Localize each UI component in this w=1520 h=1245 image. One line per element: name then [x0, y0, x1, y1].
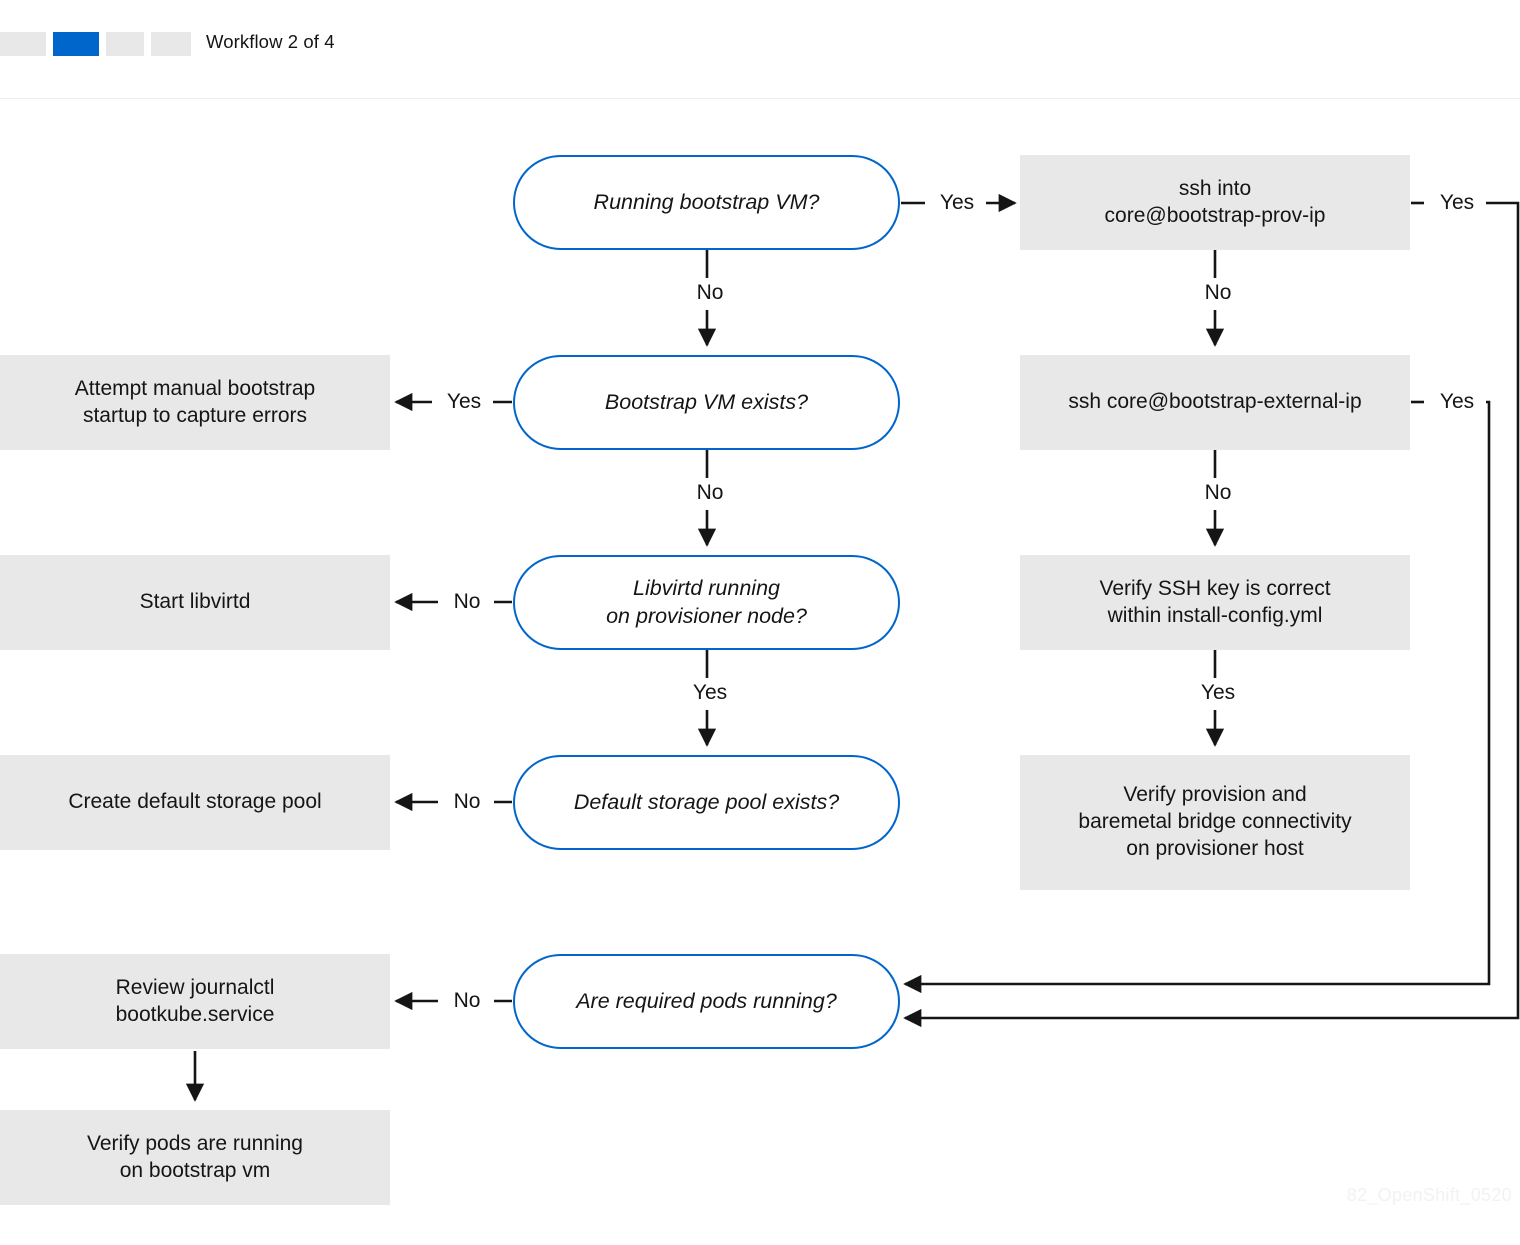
process-attempt-manual-startup[interactable]: Attempt manual bootstrap startup to capt… [0, 355, 390, 450]
progress-block-1 [0, 32, 46, 56]
edge-label-libvirtd-yes: Yes [681, 681, 739, 705]
node-label: Bootstrap VM exists? [604, 389, 809, 414]
decision-libvirtd-running[interactable]: Libvirtd running on provisioner node? [513, 555, 900, 650]
node-label-line2: core@bootstrap-prov-ip [1104, 203, 1326, 227]
edge-label-ssh-external-no: No [1189, 481, 1247, 505]
process-create-default-storage-pool[interactable]: Create default storage pool [0, 755, 390, 850]
node-label-line1: Verify provision and [1123, 783, 1307, 807]
edge-label-vm-exists-yes: Yes [435, 390, 493, 414]
node-label-line2: baremetal bridge connectivity [1078, 810, 1352, 834]
node-label-line3: on provisioner host [1126, 836, 1304, 860]
edge-label-ssh-prov-yes: Yes [1428, 191, 1486, 215]
edge-label-pods-no: No [440, 989, 494, 1013]
node-label-line1: Verify pods are running [87, 1131, 303, 1155]
node-label: Running bootstrap VM? [593, 189, 820, 214]
node-label-line2: bootkube.service [115, 1002, 275, 1026]
node-label-line1: ssh into [1178, 176, 1252, 200]
node-label-line1: Verify SSH key is correct [1099, 576, 1331, 600]
decision-required-pods-running[interactable]: Are required pods running? [513, 954, 900, 1049]
decision-default-storage-pool[interactable]: Default storage pool exists? [513, 755, 900, 850]
edge-label-libvirtd-no: No [440, 590, 494, 614]
node-label-line1: Libvirtd running [632, 575, 780, 600]
process-review-journalctl[interactable]: Review journalctl bootkube.service [0, 954, 390, 1049]
process-ssh-bootstrap-external-ip[interactable]: ssh core@bootstrap-external-ip [1020, 355, 1410, 450]
edge-label-running-vm-yes: Yes [928, 191, 986, 215]
node-label: Default storage pool exists? [573, 789, 840, 814]
decision-running-bootstrap-vm[interactable]: Running bootstrap VM? [513, 155, 900, 250]
process-start-libvirtd[interactable]: Start libvirtd [0, 555, 390, 650]
edge-label-storage-pool-no: No [440, 790, 494, 814]
edge-label-ssh-prov-no: No [1189, 281, 1247, 305]
workflow-step-label: Workflow 2 of 4 [206, 31, 335, 52]
node-label-line2: on provisioner node? [606, 603, 807, 628]
workflow-header: Workflow 2 of 4 [0, 0, 1520, 99]
decision-bootstrap-vm-exists[interactable]: Bootstrap VM exists? [513, 355, 900, 450]
process-verify-provision-bridge[interactable]: Verify provision and baremetal bridge co… [1020, 755, 1410, 890]
progress-block-2-active [53, 32, 99, 56]
process-verify-pods-on-bootstrap-vm[interactable]: Verify pods are running on bootstrap vm [0, 1110, 390, 1205]
edge-label-verify-key-yes: Yes [1189, 681, 1247, 705]
node-label-line1: Review journalctl [115, 975, 275, 999]
watermark-label: 82_OpenShift_0520 [1346, 1185, 1512, 1205]
node-label-line2: on bootstrap vm [119, 1158, 271, 1182]
edge-label-running-vm-no: No [681, 281, 739, 305]
header-divider [0, 98, 1520, 99]
node-label-line2: within install-config.yml [1107, 603, 1323, 627]
edge-label-ssh-external-yes: Yes [1428, 390, 1486, 414]
node-label: Start libvirtd [139, 590, 251, 614]
node-label: Create default storage pool [68, 790, 322, 814]
node-label: Are required pods running? [576, 988, 837, 1013]
progress-block-3 [106, 32, 144, 56]
node-label-line1: Attempt manual bootstrap [74, 376, 316, 400]
progress-block-4 [151, 32, 191, 56]
node-label-line2: startup to capture errors [82, 403, 308, 427]
process-ssh-into-bootstrap-prov-ip[interactable]: ssh into core@bootstrap-prov-ip [1020, 155, 1410, 250]
node-label: ssh core@bootstrap-external-ip [1068, 390, 1362, 414]
edge-label-vm-exists-no: No [681, 481, 739, 505]
process-verify-ssh-key[interactable]: Verify SSH key is correct within install… [1020, 555, 1410, 650]
